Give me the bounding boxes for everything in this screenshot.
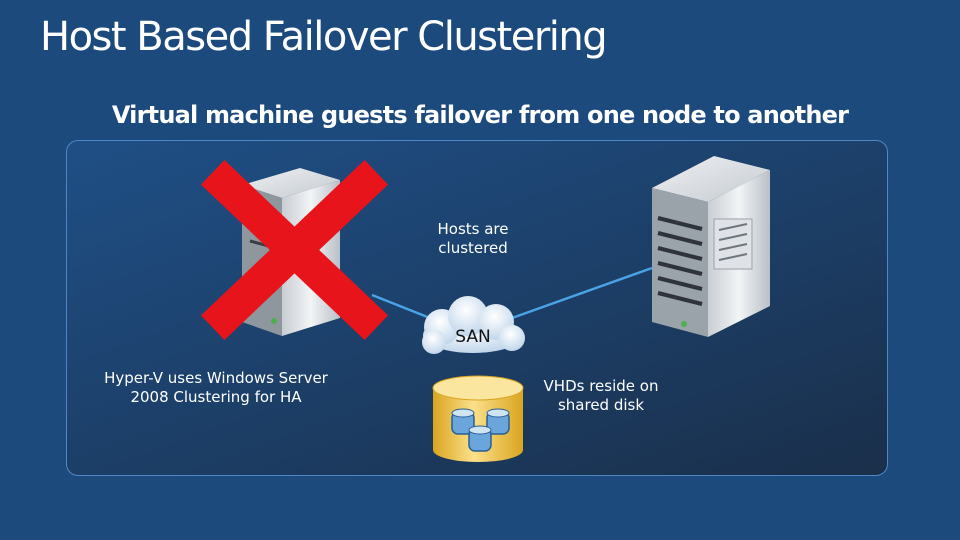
- hyperv-line-2: 2008 Clustering for HA: [130, 388, 302, 406]
- red-x-icon: [200, 159, 389, 341]
- cloud-icon: [422, 296, 525, 354]
- hyperv-clustering-label: Hyper-V uses Windows Server 2008 Cluster…: [86, 369, 346, 407]
- hosts-clustered-line-1: Hosts are: [437, 220, 509, 238]
- hyperv-line-1: Hyper-V uses Windows Server: [104, 369, 328, 387]
- vhd-line-2: shared disk: [557, 396, 645, 414]
- san-label: SAN: [455, 327, 491, 347]
- link-left-server-san: [371, 293, 431, 320]
- slide-subtitle: Virtual machine guests failover from one…: [111, 101, 849, 129]
- slide-title: Host Based Failover Clustering: [40, 14, 608, 60]
- vhd-disks-icon: [451, 408, 510, 452]
- vhd-shared-disk-label: VHDs reside on shared disk: [526, 377, 676, 415]
- vhd-line-1: VHDs reside on: [543, 377, 659, 395]
- hosts-clustered-line-2: clustered: [438, 239, 508, 257]
- active-server-icon: [652, 156, 770, 337]
- link-right-server-san: [511, 266, 653, 320]
- database-cylinder-icon: [432, 375, 524, 462]
- hosts-clustered-label: Hosts are clustered: [420, 220, 526, 258]
- connection-lines: [371, 266, 653, 320]
